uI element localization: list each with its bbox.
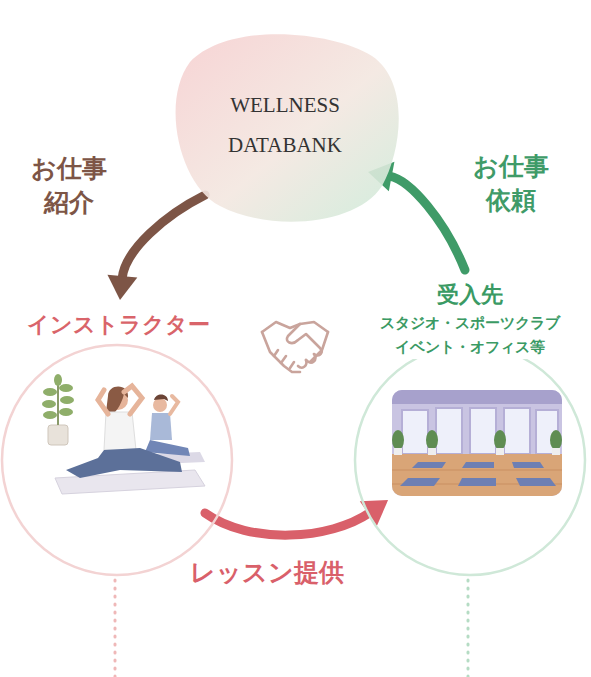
edge-label: レッスン提供 xyxy=(190,556,344,590)
arrow-line xyxy=(390,176,465,270)
circle-outline xyxy=(2,345,232,575)
flow-arrow xyxy=(205,500,388,535)
handshake-icon xyxy=(262,322,328,372)
dotted-line xyxy=(114,580,117,677)
node-heading: WELLNESS DATABANK xyxy=(205,85,365,165)
arrow-head xyxy=(107,275,137,300)
text-patch xyxy=(23,310,214,339)
edge-label: お仕事 紹介 xyxy=(28,152,111,220)
text-patch xyxy=(376,311,564,359)
arrow-line xyxy=(205,513,370,536)
node-heading: インストラクター xyxy=(0,310,236,339)
party-circle: インストラクター xyxy=(0,310,240,575)
flow-arrow xyxy=(107,195,205,300)
arrow-line xyxy=(122,195,205,278)
node-subtext: スタジオ・スポーツクラブ イベント・オフィス等 xyxy=(360,311,580,359)
circle-outline xyxy=(355,345,585,575)
yoga-illustration xyxy=(42,374,205,494)
node-heading: 受入先 xyxy=(350,280,590,309)
dotted-line xyxy=(467,580,470,677)
party-circle: 受入先スタジオ・スポーツクラブ イベント・オフィス等 xyxy=(350,280,591,575)
text-patch xyxy=(433,280,507,309)
blob-shape xyxy=(176,34,399,221)
node-outline xyxy=(165,30,405,230)
databank-blob: WELLNESS DATABANK xyxy=(165,30,405,230)
node-outline xyxy=(0,310,240,575)
edge-label: お仕事 依頼 xyxy=(470,150,553,218)
studio-illustration xyxy=(392,390,562,496)
